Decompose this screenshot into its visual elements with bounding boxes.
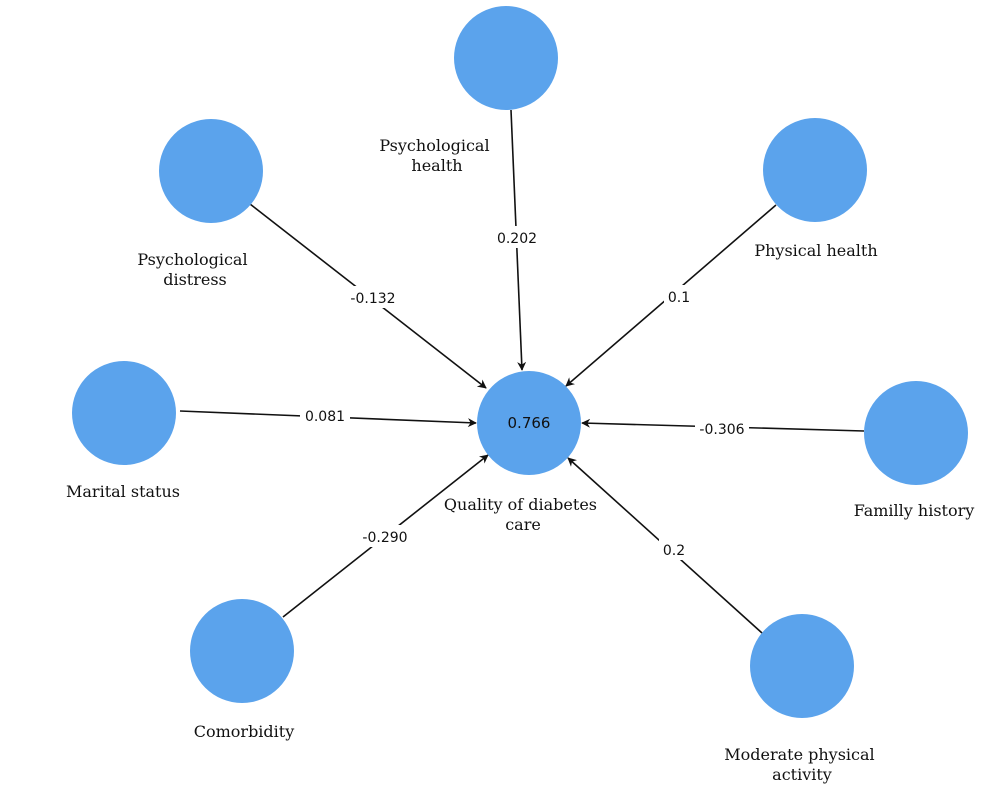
node-familly-history: [864, 381, 968, 485]
node-psychological-health: [454, 6, 558, 110]
label-moderate-physical-activity: Moderate physical activity: [724, 745, 880, 784]
node-psychological-distress: [159, 119, 263, 223]
node-marital-status: [72, 361, 176, 465]
label-physical-health: Physical health: [754, 241, 877, 260]
node-quality-of-diabetes-care: [477, 371, 581, 475]
center-r-squared-value: 0.766: [508, 414, 551, 432]
node-comorbidity: [190, 599, 294, 703]
label-comorbidity: Comorbidity: [194, 722, 295, 741]
coefficient-marital-status: 0.081: [305, 409, 345, 425]
coefficient-comorbidity: -0.290: [362, 530, 407, 546]
node-physical-health: [763, 118, 867, 222]
coefficient-psychological-health: 0.202: [497, 231, 537, 247]
label-marital-status: Marital status: [66, 482, 180, 501]
label-familly-history: Familly history: [854, 501, 975, 520]
coefficient-familly-history: -0.306: [699, 422, 744, 438]
label-quality-of-diabetes-care: Quality of diabetes care: [444, 495, 602, 534]
label-psychological-distress: Psychological distress: [137, 250, 252, 289]
coefficient-moderate-physical-activity: 0.2: [663, 543, 685, 559]
label-psychological-health: Psychological health: [379, 136, 494, 175]
coefficient-physical-health: 0.1: [668, 290, 690, 306]
coefficient-psychological-distress: -0.132: [350, 291, 395, 307]
node-moderate-physical-activity: [750, 614, 854, 718]
